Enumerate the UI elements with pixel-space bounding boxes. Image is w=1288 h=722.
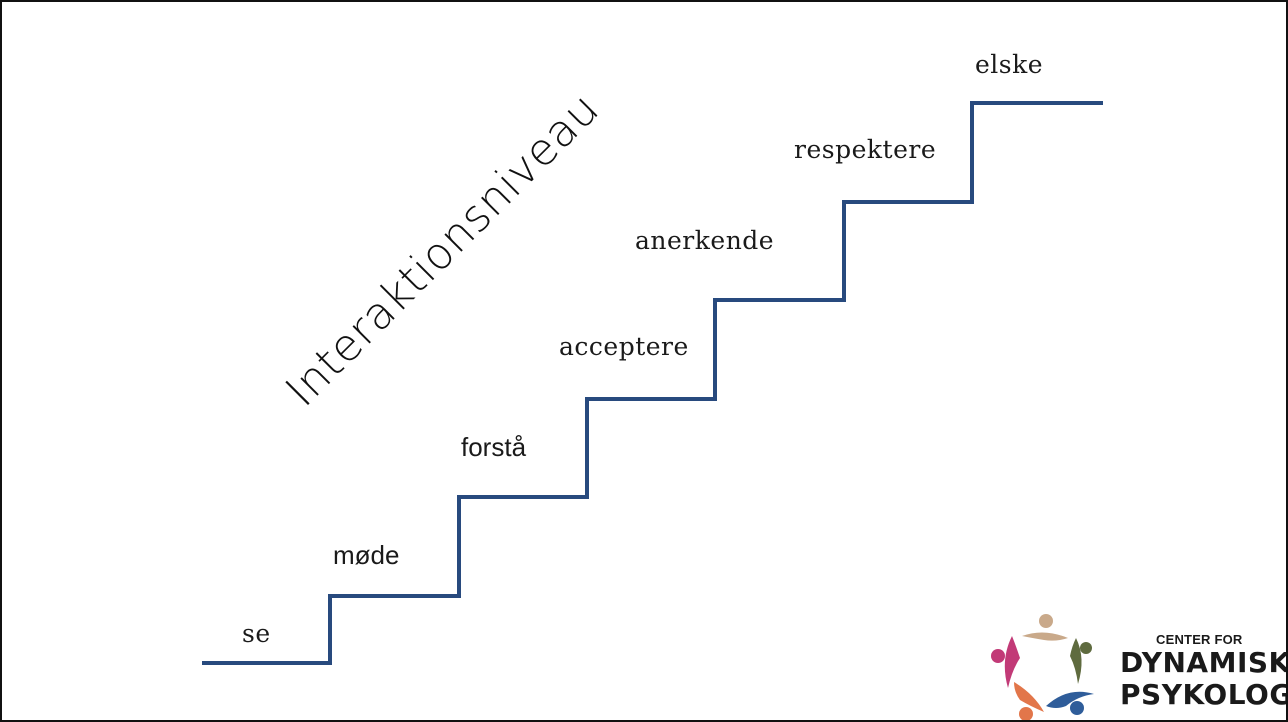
people-circle-logo-icon [991, 614, 1094, 720]
center-for-dynamisk-psykologi-logo: CENTER FOR DYNAMISK PSYKOLOGI [986, 608, 1288, 720]
staircase-line [202, 101, 1103, 665]
step-label-respektere: respektere [794, 135, 937, 164]
logo-text-psykologi: PSYKOLOGI [1120, 678, 1288, 711]
step-label-anerkende: anerkende [635, 226, 775, 255]
step-label-mode: møde [333, 540, 400, 570]
step-label-se: se [242, 619, 271, 648]
logo-text-dynamisk: DYNAMISK [1120, 646, 1288, 679]
logo-text-center-for: CENTER FOR [1156, 632, 1243, 647]
step-label-forsta: forstå [461, 432, 527, 462]
step-label-elske: elske [975, 50, 1044, 79]
step-label-acceptere: acceptere [559, 332, 689, 361]
